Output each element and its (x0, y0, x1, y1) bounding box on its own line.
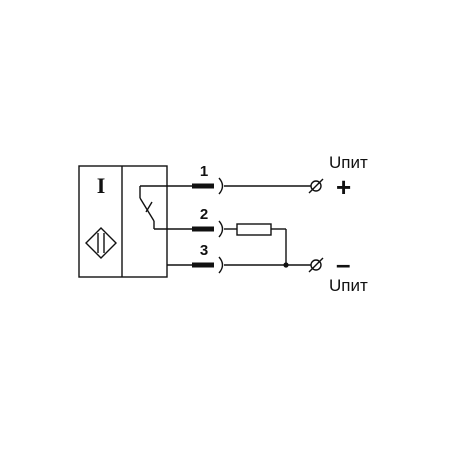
pin-1-connector-arc (218, 177, 224, 195)
terminal-positive-icon (308, 178, 324, 194)
pin-2-number: 2 (200, 206, 208, 223)
pin-3-connector-arc (218, 256, 224, 274)
supply-positive-label: Uпит (329, 153, 368, 172)
pin-3-number: 3 (200, 242, 208, 259)
supply-negative-label: Uпит (329, 276, 368, 295)
inductive-sensor-diamond-icon (85, 227, 117, 259)
pin-2-connector-arc (218, 220, 224, 238)
resistor-load-icon (236, 223, 272, 236)
sensor-body (78, 165, 168, 278)
terminal-negative-icon (308, 257, 324, 273)
normally-open-contact-icon (139, 185, 192, 230)
pin-1-number: 1 (200, 163, 208, 180)
supply-positive-sign: + (336, 172, 351, 202)
sensor-type-symbol: I (97, 173, 106, 198)
junction-dot (283, 262, 289, 268)
supply-negative-sign: – (336, 249, 350, 279)
